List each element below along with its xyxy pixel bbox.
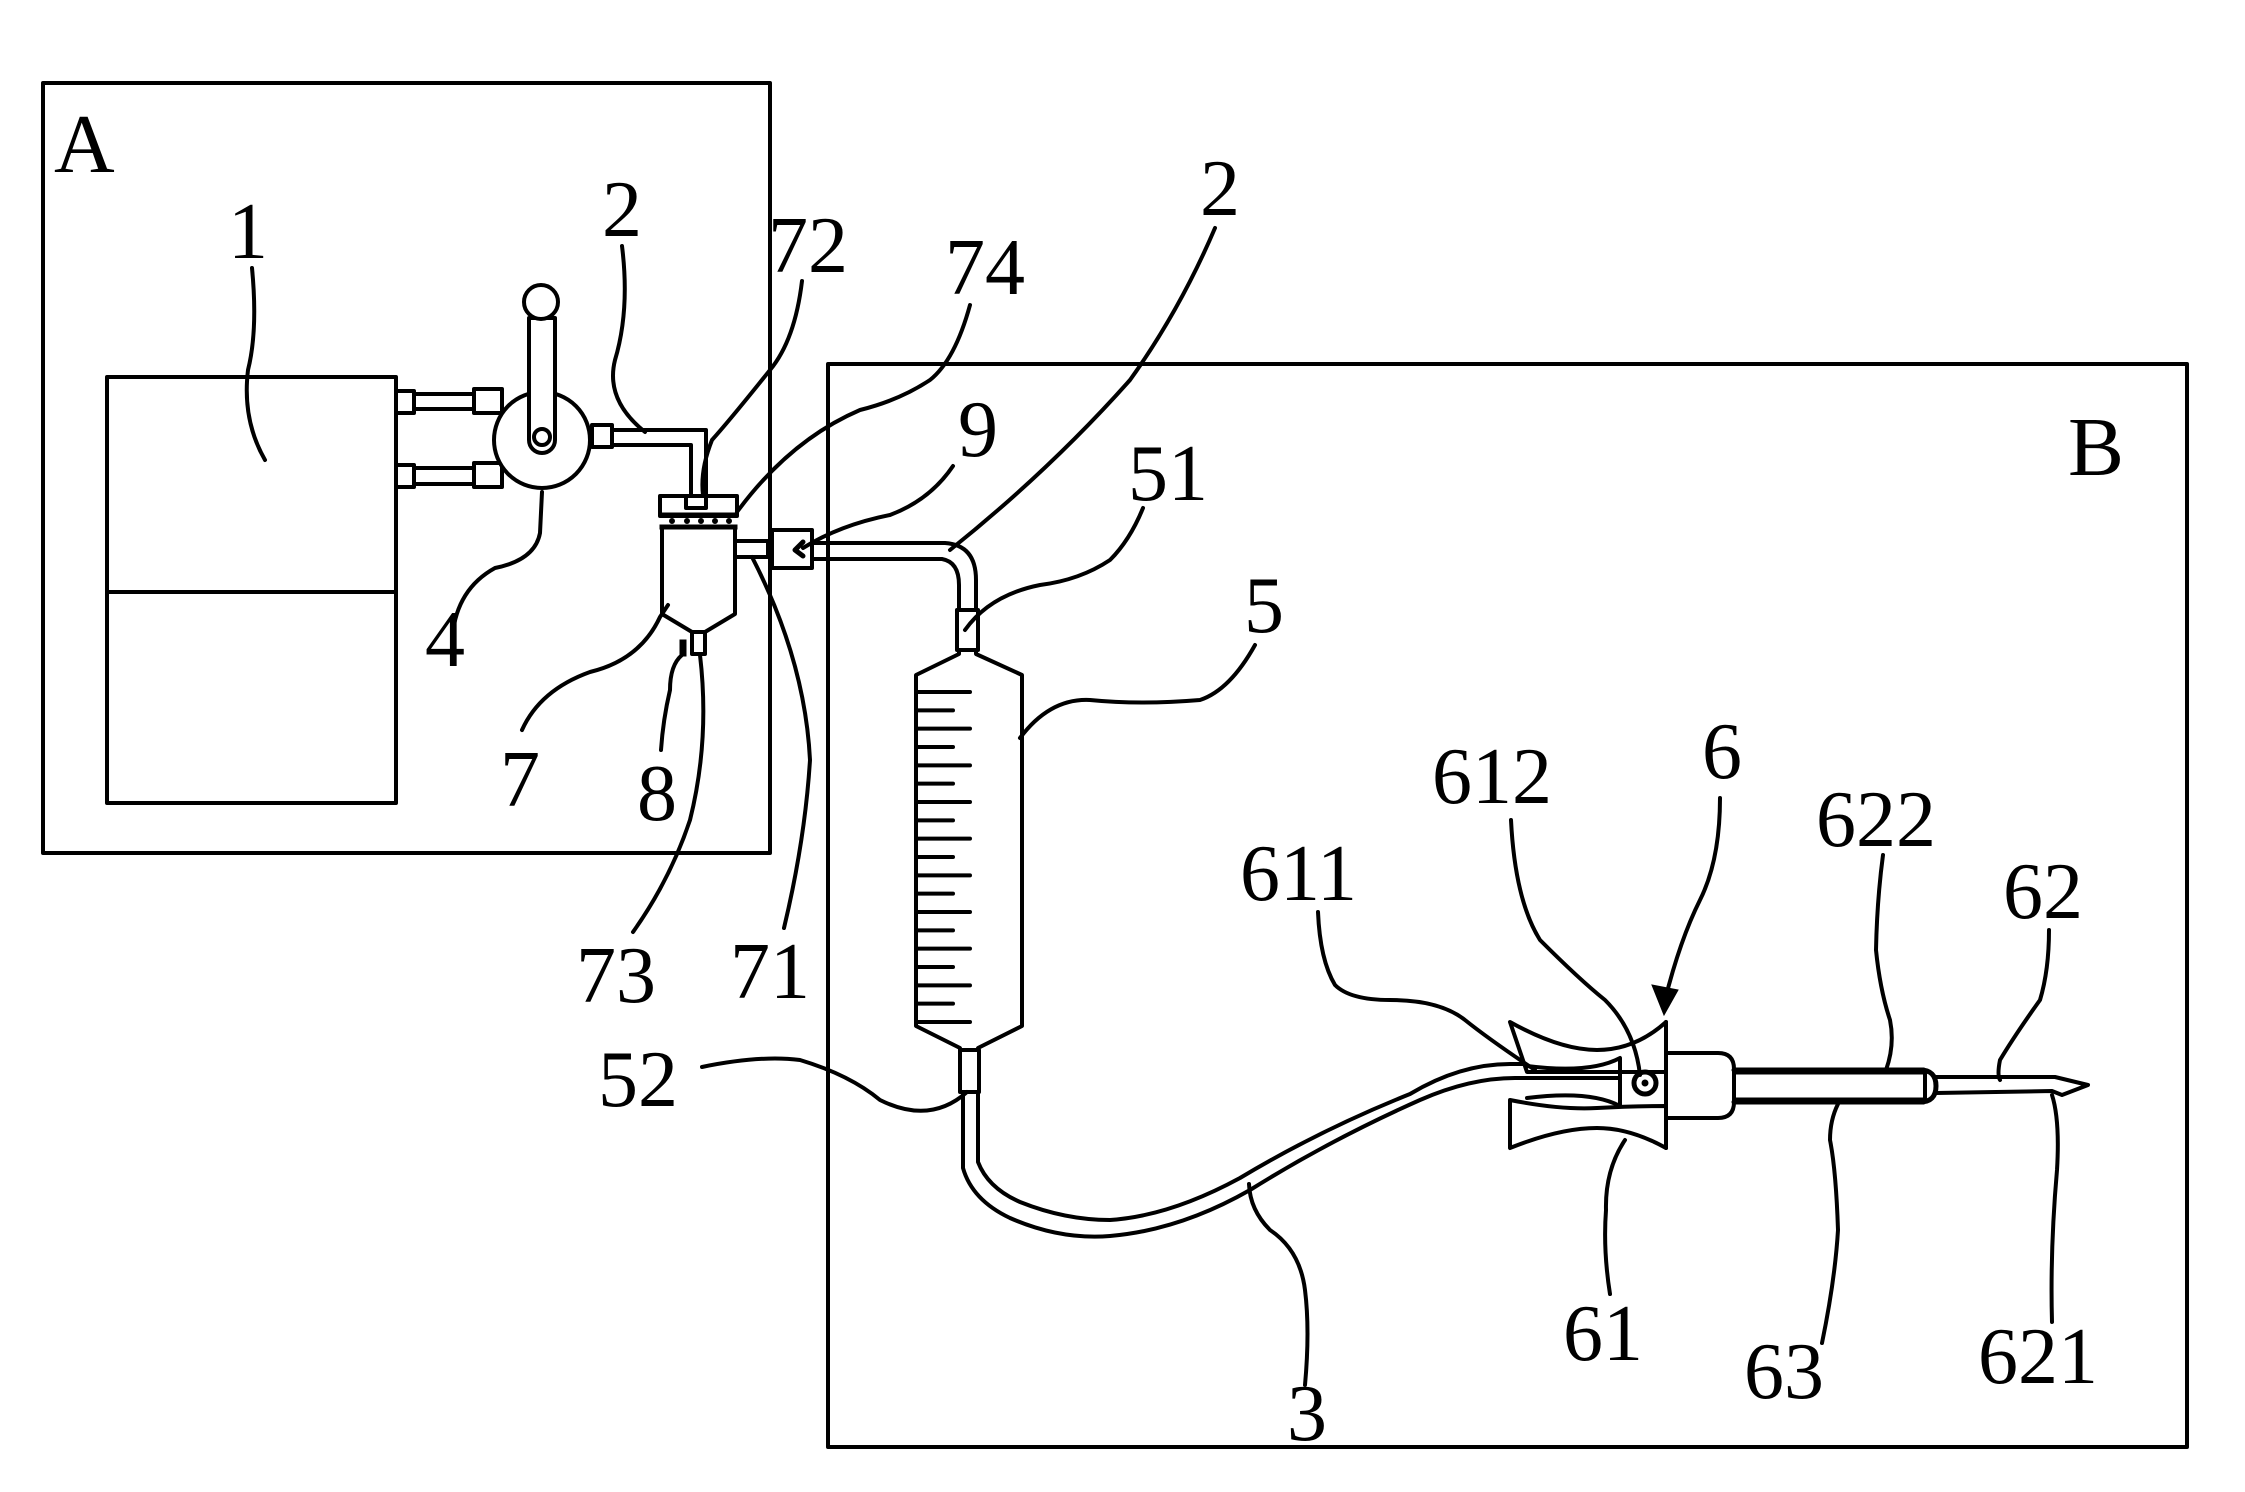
pump: [396, 285, 612, 488]
label-column: 5: [1244, 562, 1284, 650]
label-needle-assembly: 6: [1702, 708, 1742, 796]
leader-1: [247, 268, 265, 460]
label-hub-channel: 611: [1240, 830, 1357, 918]
label-filter: 7: [500, 736, 540, 824]
label-tube: 3: [1287, 1370, 1327, 1458]
connector: [772, 530, 812, 568]
label-needle-tip: 621: [1978, 1313, 2098, 1401]
label-tank: 1: [228, 188, 268, 276]
label-needle-sleeve-end: 622: [1816, 776, 1936, 864]
leader-51: [965, 508, 1143, 630]
leader-62: [1999, 930, 2050, 1080]
label-pipe-left: 2: [602, 166, 642, 254]
filter: [660, 496, 768, 656]
leader-5: [1020, 645, 1255, 738]
region-b-frame: [828, 364, 2187, 1447]
leader-6-arrowhead: [1652, 985, 1678, 1015]
needle-hub: [1510, 1022, 1734, 1148]
pipe-pump-to-filter: [612, 430, 706, 500]
column-graduations: [918, 692, 970, 1022]
labels: A B 1 2 72 74 2 9 51 5 4 7 8 73 71 52 61…: [54, 98, 2124, 1458]
graduated-column: [916, 610, 1022, 1092]
label-connector: 9: [958, 386, 998, 474]
label-pump: 4: [425, 596, 465, 684]
leader-621: [2052, 1095, 2058, 1322]
leader-622: [1876, 855, 1892, 1070]
label-column-bottom-port: 52: [598, 1036, 678, 1124]
leader-611: [1318, 912, 1535, 1070]
leader-71: [752, 557, 810, 928]
label-sheath: 63: [1744, 1328, 1824, 1416]
leader-2-left: [613, 246, 645, 432]
leader-7: [522, 605, 668, 730]
label-pipe-right: 2: [1200, 145, 1240, 233]
leader-72: [702, 281, 802, 495]
label-needle: 62: [2003, 848, 2083, 936]
region-label-b: B: [2068, 401, 2124, 494]
filter-mesh-dots: [670, 519, 732, 524]
leader-63: [1822, 1104, 1838, 1343]
label-filter-outlet: 71: [730, 928, 810, 1016]
label-filter-mesh: 74: [945, 224, 1025, 312]
pipe-connector-to-column: [812, 543, 976, 610]
label-hub-port: 612: [1432, 733, 1552, 821]
region-label-a: A: [54, 98, 115, 191]
label-column-top-port: 51: [1128, 430, 1208, 518]
needle: [1734, 1068, 2088, 1104]
leader-6: [1665, 798, 1720, 1000]
leader-3: [1249, 1184, 1308, 1385]
leader-61: [1605, 1140, 1625, 1294]
leader-4: [452, 492, 542, 641]
tank: [107, 377, 396, 803]
leader-9: [803, 466, 953, 548]
label-filter-inlet: 72: [768, 202, 848, 290]
label-hub: 61: [1563, 1290, 1643, 1378]
leader-52: [702, 1059, 967, 1111]
label-filter-drain: 73: [576, 932, 656, 1020]
label-valve: 8: [637, 750, 677, 838]
leader-8: [661, 655, 682, 750]
tube: [963, 1064, 1620, 1237]
